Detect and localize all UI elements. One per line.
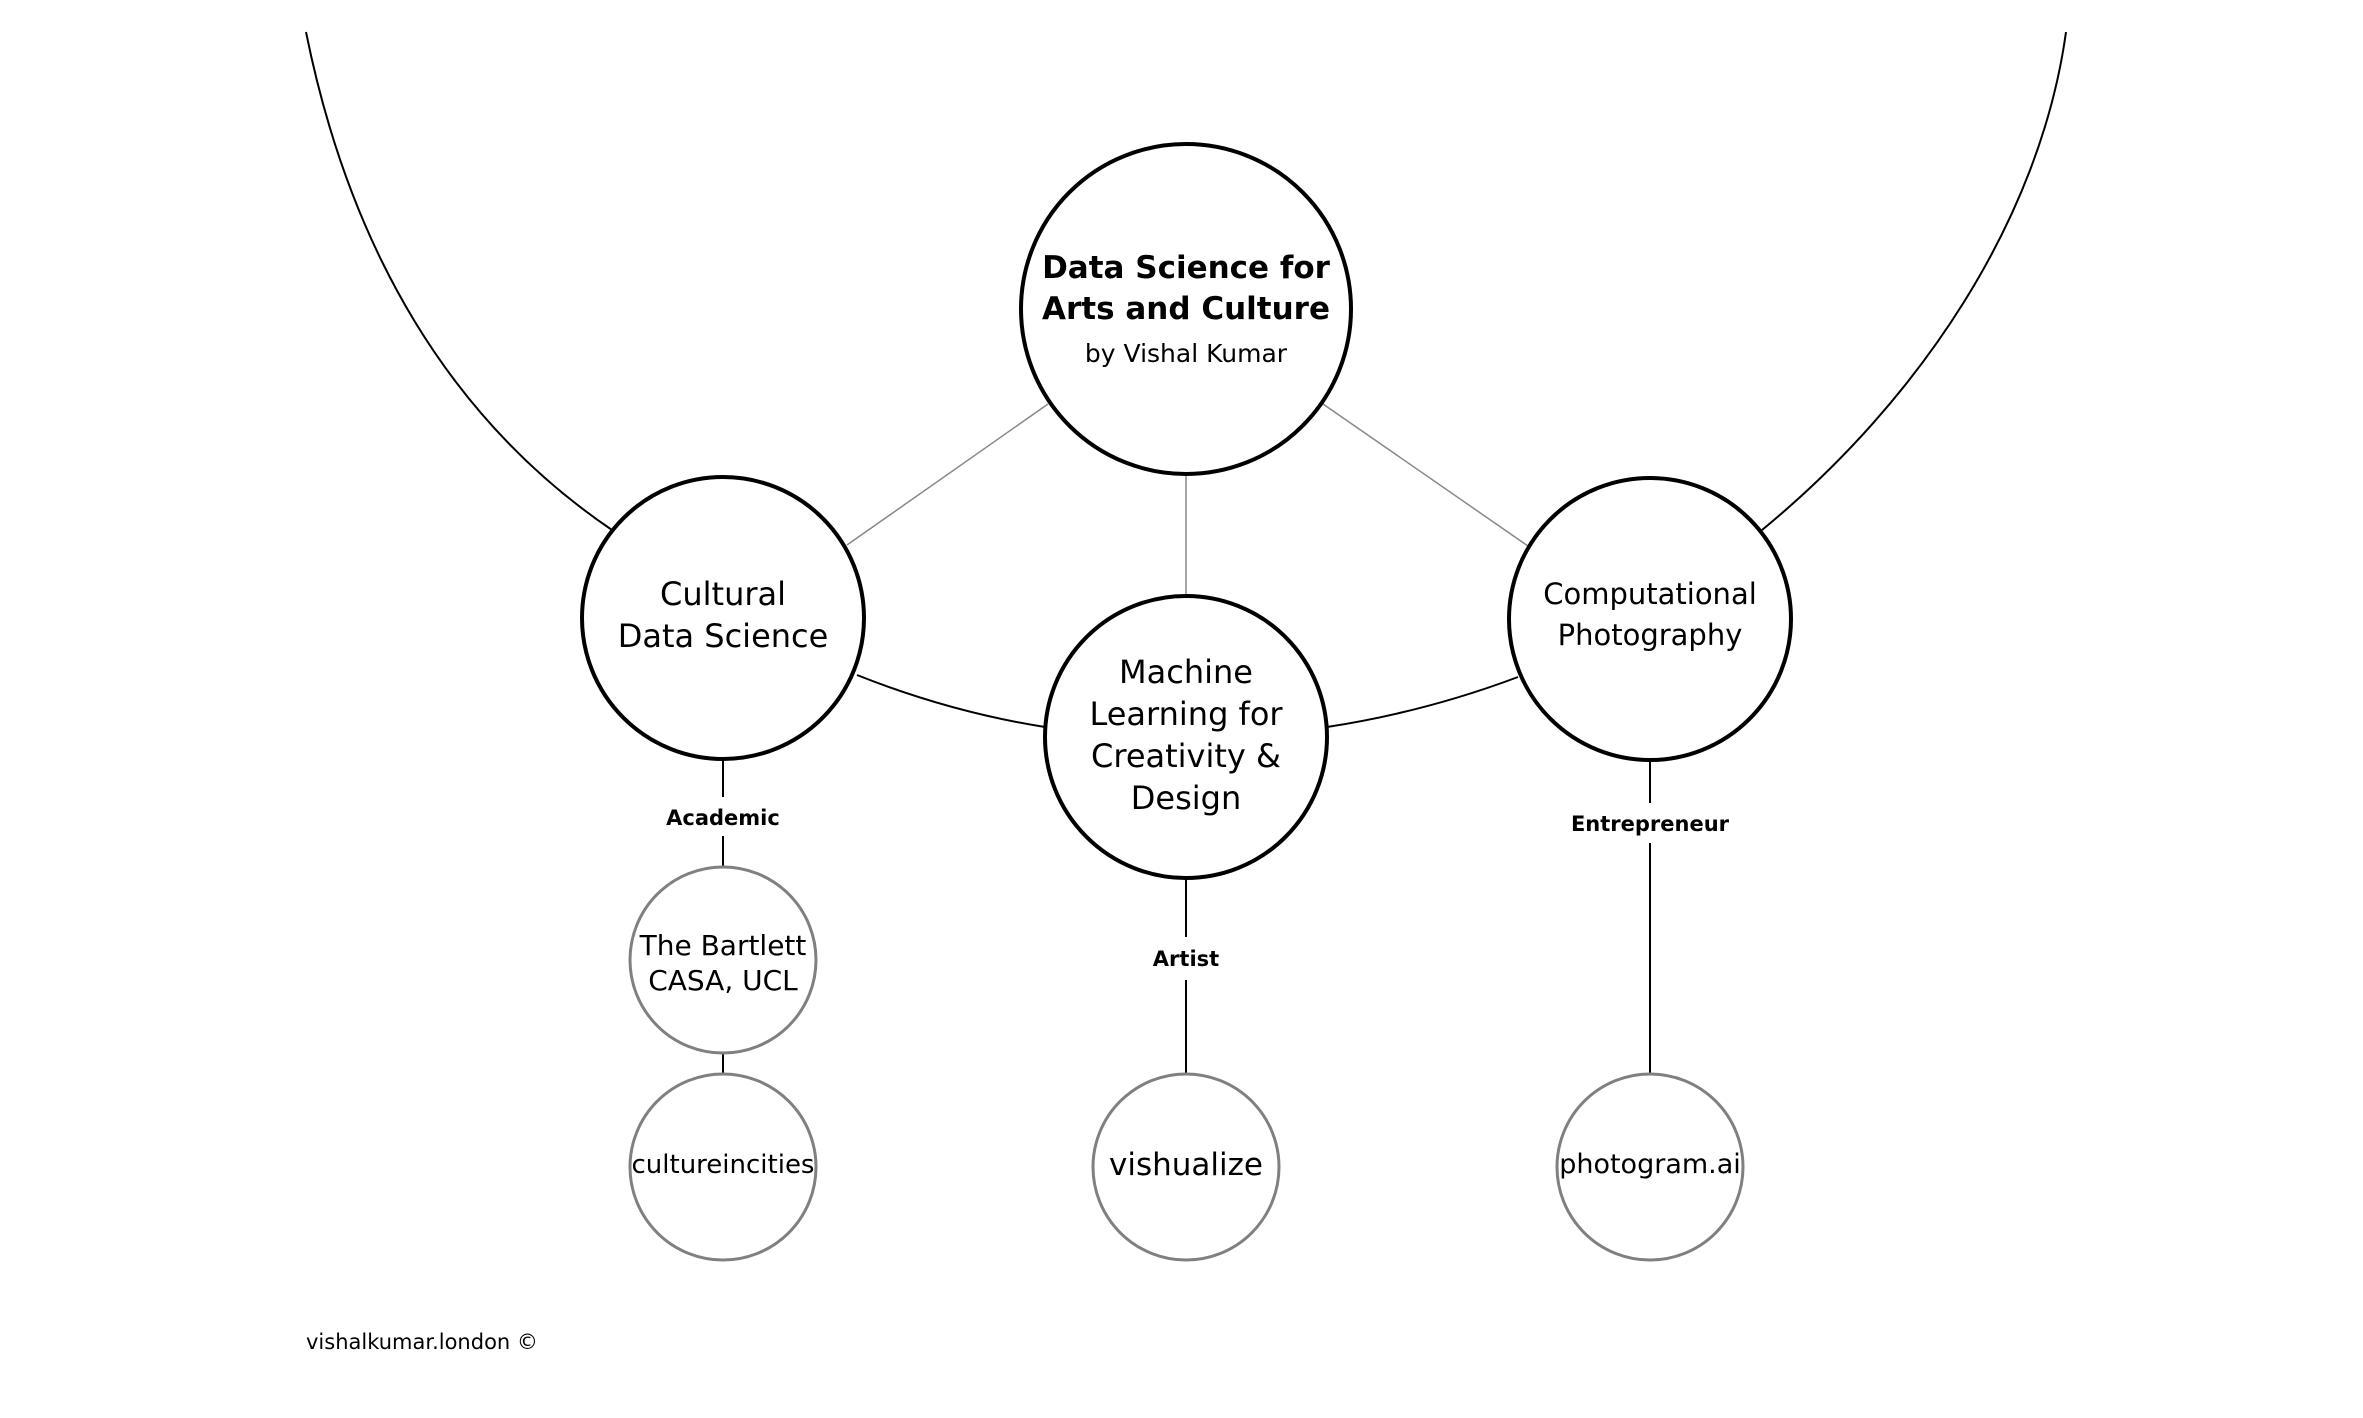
connector-main-to-photography <box>1322 403 1529 547</box>
topic-node-computational-photography: Computational Photography <box>1507 476 1793 762</box>
leaf-node-photogram: photogram.ai <box>1555 1072 1745 1262</box>
connector-main-to-cultural <box>846 403 1049 546</box>
role-label-academic: Academic <box>666 806 780 830</box>
footer-credit: vishalkumar.london © <box>306 1330 538 1354</box>
machine-learning-line2: Learning for <box>1089 695 1283 733</box>
cultural-data-science-line1: Cultural <box>660 575 786 613</box>
inner-arc-right <box>1326 676 1519 728</box>
main-node: Data Science for Arts and Culture by Vis… <box>1019 142 1353 476</box>
main-node-title-line1: Data Science for <box>1042 250 1331 286</box>
photogram-label: photogram.ai <box>1559 1149 1741 1180</box>
outer-arc-left <box>305 31 613 531</box>
outer-arc-right <box>1761 31 2067 531</box>
bartlett-line1: The Bartlett <box>639 929 807 962</box>
cultureincities-label: cultureincities <box>632 1150 815 1180</box>
bartlett-line2: CASA, UCL <box>648 964 798 997</box>
main-node-subtitle: by Vishal Kumar <box>1085 339 1288 368</box>
computational-photography-line1: Computational <box>1543 577 1757 611</box>
leaf-node-bartlett: The Bartlett CASA, UCL <box>628 865 818 1055</box>
machine-learning-line3: Creativity & <box>1091 737 1281 775</box>
machine-learning-line1: Machine <box>1119 653 1253 691</box>
machine-learning-line4: Design <box>1131 779 1241 817</box>
computational-photography-line2: Photography <box>1558 618 1743 652</box>
topic-node-machine-learning: Machine Learning for Creativity & Design <box>1043 594 1329 880</box>
leaf-node-vishualize: vishualize <box>1091 1072 1281 1262</box>
inner-arc-left <box>856 674 1046 728</box>
role-label-artist: Artist <box>1153 947 1219 971</box>
main-node-title-line2: Arts and Culture <box>1042 291 1330 327</box>
vishualize-label: vishualize <box>1109 1147 1263 1183</box>
topic-node-cultural-data-science: Cultural Data Science <box>580 475 866 761</box>
leaf-node-cultureincities: cultureincities <box>628 1072 818 1262</box>
cultural-data-science-line2: Data Science <box>618 617 829 655</box>
role-label-entrepreneur: Entrepreneur <box>1571 812 1730 836</box>
